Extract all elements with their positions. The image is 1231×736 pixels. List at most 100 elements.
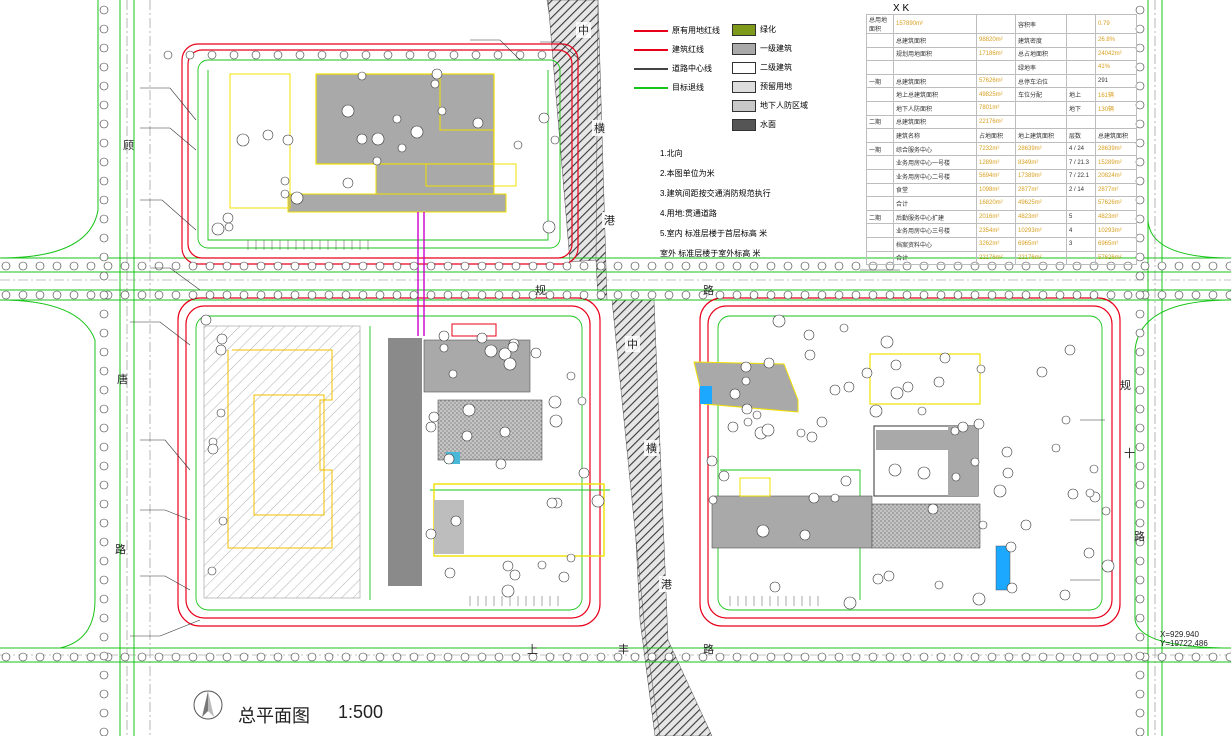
tree-symbol [99, 195, 109, 205]
tree-symbol [890, 359, 902, 371]
table-cell: 10293m² [1015, 223, 1067, 238]
tree-symbol [409, 261, 419, 271]
table-cell [866, 60, 894, 75]
tree-symbol [392, 114, 402, 124]
tree-symbol [273, 290, 283, 300]
tree-symbol [1135, 347, 1145, 357]
table-cell [866, 168, 894, 184]
tree-symbol [1135, 214, 1145, 224]
tree-symbol [1135, 499, 1145, 509]
canal-label-5: 横 [644, 440, 659, 456]
tree-symbol [851, 261, 861, 271]
tree-symbol [528, 261, 538, 271]
tree-symbol [902, 290, 912, 300]
tree-symbol [528, 652, 538, 662]
table-cell: 地下人防面积 [893, 100, 977, 116]
tree-symbol [1135, 271, 1145, 281]
table-cell: 22176m² [1015, 250, 1067, 266]
tree-symbol [342, 177, 354, 189]
tree-symbol [397, 143, 407, 153]
tree-symbol [829, 384, 841, 396]
tree-symbol [295, 50, 305, 60]
table-cell: 49825m² [976, 87, 1016, 102]
table-cell: 二期 [866, 209, 894, 225]
tree-symbol [52, 290, 62, 300]
tree-symbol [460, 290, 470, 300]
table-cell: 49625m² [1015, 196, 1067, 211]
road-label-north-1: 规 [535, 284, 546, 297]
tree-symbol [548, 395, 562, 409]
tree-symbol [804, 349, 816, 361]
tree-symbol [205, 261, 215, 271]
tree-symbol [1020, 519, 1032, 531]
tree-symbol [462, 403, 476, 417]
tree-symbol [579, 290, 589, 300]
tree-symbol [1059, 589, 1071, 601]
tree-symbol [1101, 506, 1111, 516]
building-east-long [711, 495, 873, 549]
tree-symbol [426, 261, 436, 271]
tree-symbol [282, 134, 294, 146]
tree-symbol [99, 214, 109, 224]
tree-symbol [917, 406, 927, 416]
table-cell: 容积率 [1015, 14, 1067, 34]
tree-symbol [1135, 556, 1145, 566]
tree-symbol [460, 652, 470, 662]
table-cell: 业务用房中心二号楼 [893, 168, 977, 184]
tree-symbol [154, 652, 164, 662]
tree-symbol [358, 652, 368, 662]
tree-symbol [727, 421, 739, 433]
tree-symbol [681, 290, 691, 300]
legend-item: 原有用地红线 [634, 26, 720, 36]
table-cell: 7 / 21.3 [1066, 155, 1096, 170]
table-cell: 总建筑面积 [893, 73, 977, 89]
tree-symbol [324, 652, 334, 662]
tree-symbol [409, 652, 419, 662]
legend-item: 建筑红线 [634, 45, 704, 55]
tree-symbol [681, 261, 691, 271]
table-cell: 28639m² [1095, 141, 1137, 157]
table-cell [866, 46, 894, 62]
tree-symbol [495, 458, 507, 470]
tree-symbol [851, 290, 861, 300]
tree-symbol [163, 50, 173, 60]
tree-symbol [86, 261, 96, 271]
tree-symbol [461, 430, 473, 442]
tree-symbol [290, 290, 300, 300]
tree-symbol [1135, 328, 1145, 338]
table-cell: 业务用房中心一号楼 [893, 155, 977, 170]
table-cell: 98820m² [976, 33, 1016, 48]
tree-symbol [1135, 480, 1145, 490]
tree-symbol [52, 261, 62, 271]
tree-symbol [35, 652, 45, 662]
tree-symbol [52, 652, 62, 662]
tree-symbol [970, 290, 980, 300]
tree-symbol [698, 290, 708, 300]
tree-symbol [120, 290, 130, 300]
tree-symbol [171, 290, 181, 300]
tree-symbol [256, 652, 266, 662]
tree-symbol [537, 560, 547, 570]
legend-swatch [732, 81, 756, 93]
table-cell: 8349m² [1015, 155, 1067, 170]
tree-symbol [511, 652, 521, 662]
tree-symbol [317, 50, 327, 60]
table-cell: 总占地面积 [1015, 46, 1067, 62]
table-cell: 总建筑面积 [893, 33, 977, 48]
tree-symbol [307, 652, 317, 662]
tree-symbol [99, 366, 109, 376]
tree-symbol [99, 518, 109, 528]
tree-symbol [99, 499, 109, 509]
reserve-area [203, 325, 361, 599]
table-cell: 业务用房中心三号楼 [893, 223, 977, 238]
tree-symbol [207, 50, 217, 60]
tree-symbol [99, 43, 109, 53]
tree-symbol [772, 314, 786, 328]
tree-symbol [280, 176, 290, 186]
table-cell: 57626m² [976, 73, 1016, 89]
tree-symbol [530, 347, 542, 359]
tree-symbol [375, 261, 385, 271]
